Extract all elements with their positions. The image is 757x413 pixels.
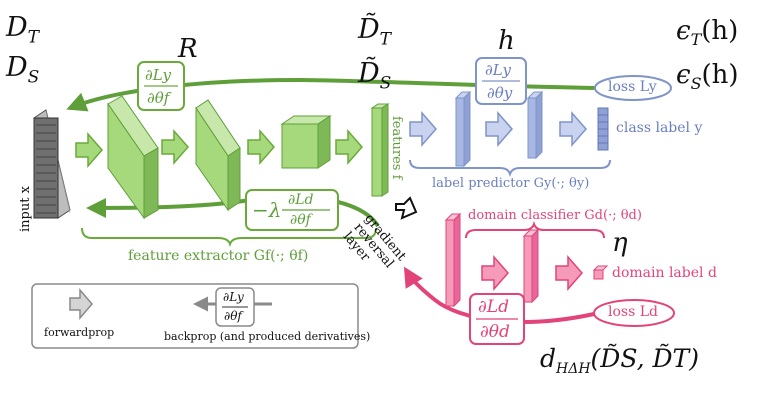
label-predictor-label: label predictor Gy(·; θy)	[432, 176, 590, 191]
R-label: R	[178, 34, 198, 64]
legend-deriv-den: ∂θf	[224, 309, 242, 323]
brace-domain-classifier	[465, 220, 605, 239]
features-label: features f	[389, 116, 404, 180]
deriv-dLd-dtf-den: ∂θf	[290, 212, 311, 228]
h-label: h	[498, 26, 515, 56]
d_HdH-label: dHΔH(D̃S, D̃T)	[540, 344, 699, 377]
deriv-dLy-dty-den: ∂θy	[487, 84, 513, 102]
gradient-reversal-arrow	[395, 196, 418, 220]
forward-arrows-domain	[481, 255, 583, 291]
legend-forwardprop: forwardprop	[44, 326, 115, 339]
forward-arrows-feature	[75, 129, 363, 168]
brace-label-predictor	[409, 159, 611, 178]
deriv-dLd-dtf-num: ∂Ld	[288, 192, 314, 208]
label-predictor-layers	[454, 90, 609, 168]
deriv-dLd-dtd-den: ∂θd	[480, 322, 510, 342]
eps_S-label: ϵS(h)	[676, 60, 739, 94]
domain-label-text: domain label d	[612, 265, 717, 281]
domain-classifier-label: domain classifier Gd(·; θd)	[468, 208, 642, 223]
loss-y-ellipse	[594, 75, 672, 101]
legend-backprop: backprop (and produced derivatives)	[164, 330, 371, 343]
domain-classifier-layers	[444, 212, 609, 308]
deriv-dLy-dty-num: ∂Ly	[485, 61, 511, 79]
class-label-text: class label y	[616, 120, 703, 136]
feature-extractor-label: feature extractor Gf(·; θf)	[128, 248, 309, 264]
eta-label: η	[612, 228, 628, 258]
legend-box	[31, 283, 359, 349]
loss-y-text: loss Ly	[608, 79, 657, 95]
neg-lambda: −λ	[252, 198, 282, 222]
loss-d-ellipse	[593, 299, 675, 327]
D_S-label: DS	[6, 52, 40, 88]
forward-arrows-label	[409, 111, 587, 147]
feature-extractor-layers	[107, 95, 390, 220]
legend-deriv-num: ∂Ly	[223, 290, 244, 304]
deriv-dLd-dtd-num: ∂Ld	[478, 297, 509, 317]
input-image-stack	[33, 109, 71, 219]
deriv-dLy-dtf-den: ∂θf	[147, 89, 170, 107]
legend-forward-arrow	[69, 287, 93, 321]
D_T-label: DT	[6, 12, 39, 48]
input-label: input x	[18, 186, 33, 232]
brace-feature-extractor	[81, 227, 377, 248]
eps_T-label: ϵT(h)	[676, 16, 739, 50]
Dt_T-label: D̃T	[358, 14, 391, 50]
Dt_S-label: D̃S	[358, 58, 392, 94]
backprop-arrow-domain-loss	[403, 266, 595, 324]
loss-d-text: loss Ld	[608, 304, 658, 320]
deriv-dLy-dtf-num: ∂Ly	[145, 66, 171, 84]
